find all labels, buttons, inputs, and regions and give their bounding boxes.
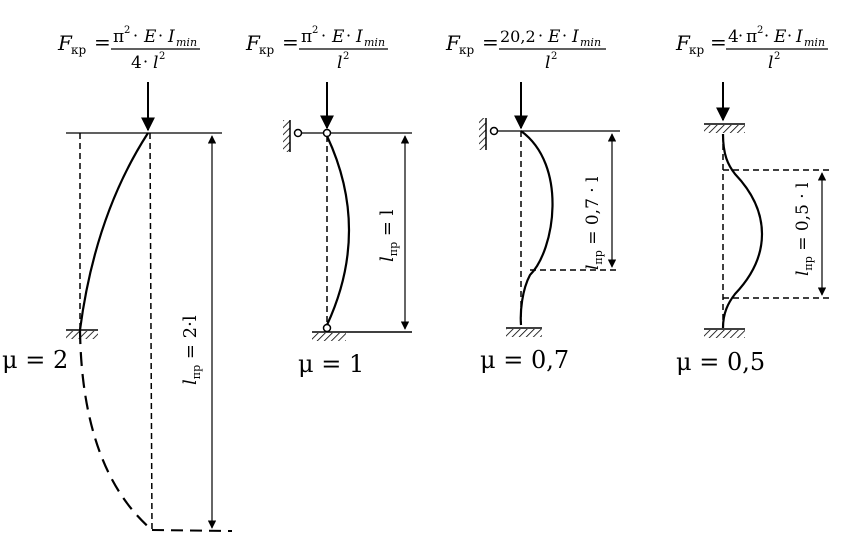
column-2-mu-label: μ = 1 [298, 350, 364, 378]
column-4-bottom-fixed-support [704, 330, 745, 338]
column-2-top-wall [283, 120, 290, 152]
formula-2-dot1: · [321, 26, 326, 45]
column-1-tangent-line [149, 132, 153, 531]
formula-2-lhs-sub: кр [259, 43, 275, 57]
formula-1-eq: = [94, 30, 111, 54]
formula-3-coef: 20,2 [500, 27, 536, 46]
column-2-bottom-hinge [322, 323, 332, 333]
column-1: lпр = 2·l μ = 2 [2, 82, 233, 532]
column-2-length-label: lпр = l [377, 209, 400, 262]
column-3-top-wall-hinge [489, 126, 499, 136]
formula-4-eq: = [710, 30, 727, 54]
formula-3-eq: = [482, 30, 499, 54]
formula-4-coef: 4 [728, 27, 739, 47]
formula-1-pi: π [113, 27, 124, 47]
formula-3-lhs-sub: кр [459, 43, 475, 57]
formula-4-E: E [773, 27, 787, 47]
formula-4-lhs: F [675, 31, 691, 55]
formula-2: F кр = π 2 · E · I min l 2 [245, 25, 388, 73]
formula-4-pi-sq: 2 [757, 25, 763, 36]
formula-1-dot2: · [158, 26, 163, 45]
formula-3-l-sq: 2 [551, 51, 557, 62]
column-3: lпр = 0,7 · l μ = 0,7 [479, 82, 620, 374]
formula-4: F кр = 4 · π 2 · E · I min l 2 [675, 25, 828, 73]
formula-4-dot2: · [764, 26, 769, 45]
formula-1-l: l [153, 53, 158, 73]
formula-3-E: E [547, 27, 561, 47]
formula-2-dot2: · [346, 26, 351, 45]
formula-4-pi: π [746, 27, 757, 47]
formula-1-I-sub: min [176, 36, 197, 49]
column-1-bottom-dashed [151, 529, 233, 532]
formula-1-pi-sq: 2 [124, 25, 130, 36]
formula-2-l-sq: 2 [343, 51, 349, 62]
formula-1-l-sq: 2 [159, 51, 165, 62]
formula-2-E: E [331, 27, 345, 47]
formula-2-lhs: F [245, 31, 261, 55]
column-4-deflected-shape [721, 133, 764, 329]
column-4: lпр = 0,5 · l μ = 0,5 [676, 82, 830, 376]
formula-1-dot1: · [133, 26, 138, 45]
column-1-fixed-support [66, 331, 98, 339]
column-4-top-fixed-support [704, 125, 745, 133]
formula-4-l-sq: 2 [774, 51, 780, 62]
formula-3: F кр = 20,2 · E · I min l 2 [445, 26, 606, 73]
formula-3-lhs: F [445, 31, 461, 55]
formula-3-dot1: · [538, 26, 543, 45]
formula-4-I-sub: min [804, 36, 825, 49]
formula-4-dot3: · [787, 26, 792, 45]
column-2-top-hinge [322, 128, 332, 138]
column-2-top-wall-hinge [293, 128, 303, 138]
column-3-deflected-shape [519, 130, 554, 326]
formula-2-eq: = [282, 30, 299, 54]
formula-1-lhs: F [57, 31, 73, 55]
column-2-deflected-shape [326, 135, 351, 326]
formula-2-pi: π [301, 27, 312, 47]
formula-4-l: l [768, 53, 773, 73]
formula-4-lhs-sub: кр [689, 43, 705, 57]
formula-3-I-sub: min [580, 36, 601, 49]
column-2-bottom-support [312, 333, 346, 341]
formula-1-I: I [167, 27, 175, 47]
column-3-length-label: lпр = 0,7 · l [583, 176, 605, 270]
column-1-length-label: lпр = 2·l [180, 315, 203, 385]
column-4-mu-label: μ = 0,5 [676, 348, 765, 376]
formula-4-I: I [795, 27, 803, 47]
formula-1: F кр = π 2 · E · I min 4 · l 2 [57, 25, 200, 73]
formula-1-E: E [143, 27, 157, 47]
column-1-mu-label: μ = 2 [2, 346, 68, 374]
formula-1-coef: 4 [131, 53, 142, 73]
formula-2-I: I [355, 27, 363, 47]
formula-1-dot3: · [143, 52, 148, 71]
formula-2-I-sub: min [364, 36, 385, 49]
formula-1-lhs-sub: кр [71, 43, 87, 57]
column-4-length-label: lпр = 0,5 · l [793, 182, 815, 276]
column-1-deflected-shape [78, 132, 149, 331]
formula-3-l: l [545, 53, 550, 73]
column-3-top-wall [479, 118, 486, 150]
formula-3-dot2: · [562, 26, 567, 45]
formula-2-l: l [337, 53, 342, 73]
column-2: lпр = l μ = 1 [283, 82, 412, 378]
formula-4-dot1: · [738, 26, 743, 45]
column-3-mu-label: μ = 0,7 [480, 346, 569, 374]
formula-3-I: I [571, 27, 579, 47]
column-1-mirror-shape [78, 329, 153, 531]
formula-2-pi-sq: 2 [312, 25, 318, 36]
column-3-fixed-support [506, 329, 542, 337]
